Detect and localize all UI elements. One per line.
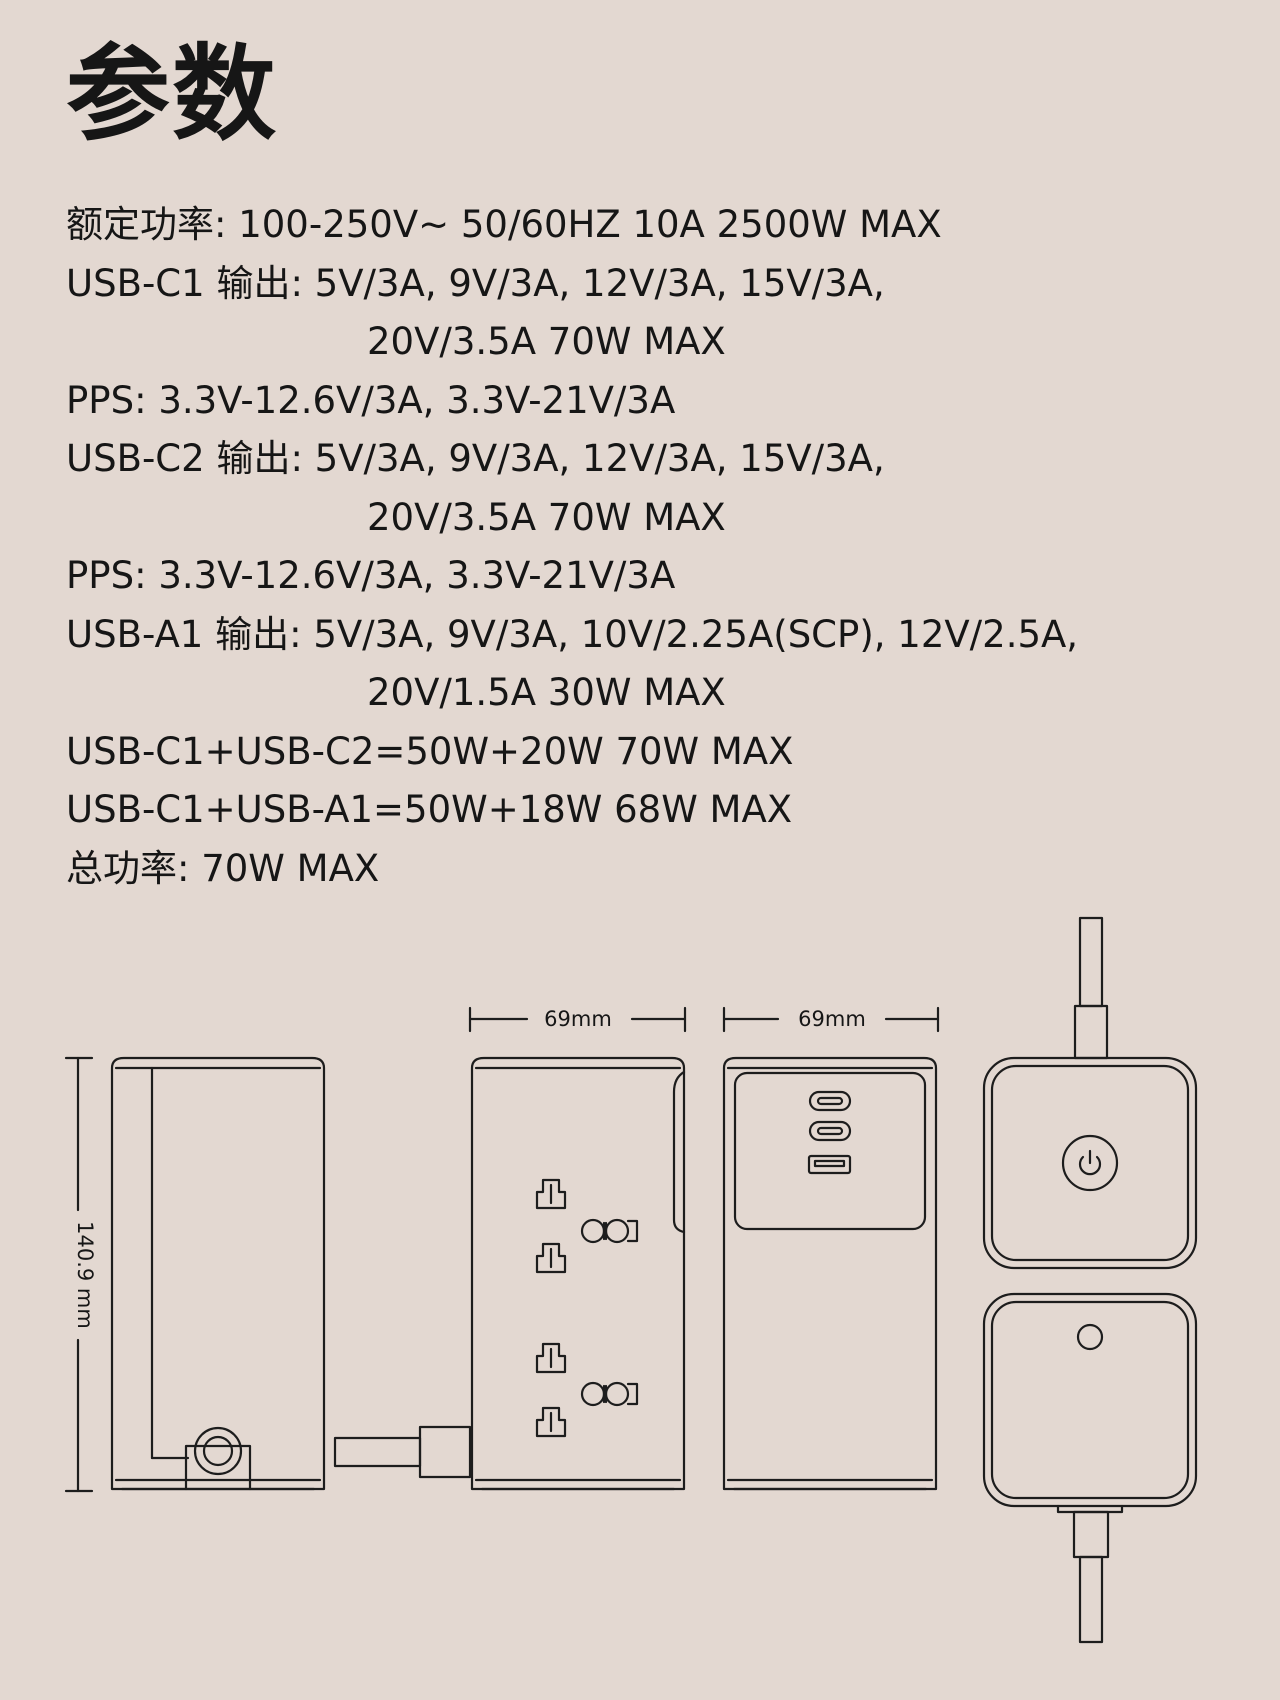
spec-line-usb-c2: USB-C2 输出: 5V/3A, 9V/3A, 12V/3A, 15V/3A, — [66, 437, 885, 480]
side-width-dimension: 69mm — [722, 1006, 940, 1033]
page-title: 参数 — [66, 33, 279, 155]
power-icon — [1078, 1149, 1102, 1176]
height-dimension: 140.9 mm — [64, 1056, 97, 1493]
spec-line-usb-c1-continued: 20V/3.5A 70W MAX — [367, 320, 726, 363]
usb-c1-port — [808, 1090, 852, 1112]
usb-view-drawing — [722, 1056, 938, 1491]
spec-line-usb-c1-pps: PPS: 3.3V-12.6V/3A, 3.3V-21V/3A — [66, 378, 676, 422]
spec-line-total-power: 总功率: 70W MAX — [66, 846, 380, 890]
usb-a1-port — [807, 1154, 852, 1175]
spec-line-usb-c2-pps: PPS: 3.3V-12.6V/3A, 3.3V-21V/3A — [66, 554, 676, 597]
top-view-drawing — [982, 916, 1198, 1270]
bottom-view-drawing — [982, 1292, 1198, 1644]
spec-list: 额定功率: 100-250V~ 50/60HZ 10A 2500W MAX US… — [66, 196, 1078, 898]
spec-line-usb-a1: USB-A1 输出: 5V/3A, 9V/3A, 10V/2.25A(SCP),… — [66, 612, 1079, 656]
front-width-label: 69mm — [544, 1007, 612, 1031]
side-width-label: 69mm — [798, 1007, 866, 1031]
cable-drawing — [333, 1425, 472, 1479]
side-view-drawing — [110, 1056, 326, 1491]
height-label: 140.9 mm — [73, 1221, 97, 1329]
spec-line-rated-power: 额定功率: 100-250V~ 50/60HZ 10A 2500W MAX — [66, 203, 942, 246]
spec-line-usb-a1-continued: 20V/1.5A 30W MAX — [367, 671, 726, 714]
front-width-dimension: 69mm — [468, 1006, 687, 1033]
ac-socket-lower — [535, 1342, 639, 1438]
spec-line-usb-c1: USB-C1 输出: 5V/3A, 9V/3A, 12V/3A, 15V/3A, — [66, 261, 885, 305]
usb-c2-port — [808, 1120, 852, 1142]
front-view-drawing — [470, 1056, 686, 1491]
spec-line-c1-a1-combo: USB-C1+USB-A1=50W+18W 68W MAX — [66, 788, 793, 831]
product-drawing: 140.9 mm 69mm — [64, 916, 1198, 1644]
ac-socket-upper — [535, 1178, 639, 1274]
spec-line-c1-c2-combo: USB-C1+USB-C2=50W+20W 70W MAX — [66, 729, 794, 773]
spec-line-usb-c2-continued: 20V/3.5A 70W MAX — [367, 495, 726, 539]
